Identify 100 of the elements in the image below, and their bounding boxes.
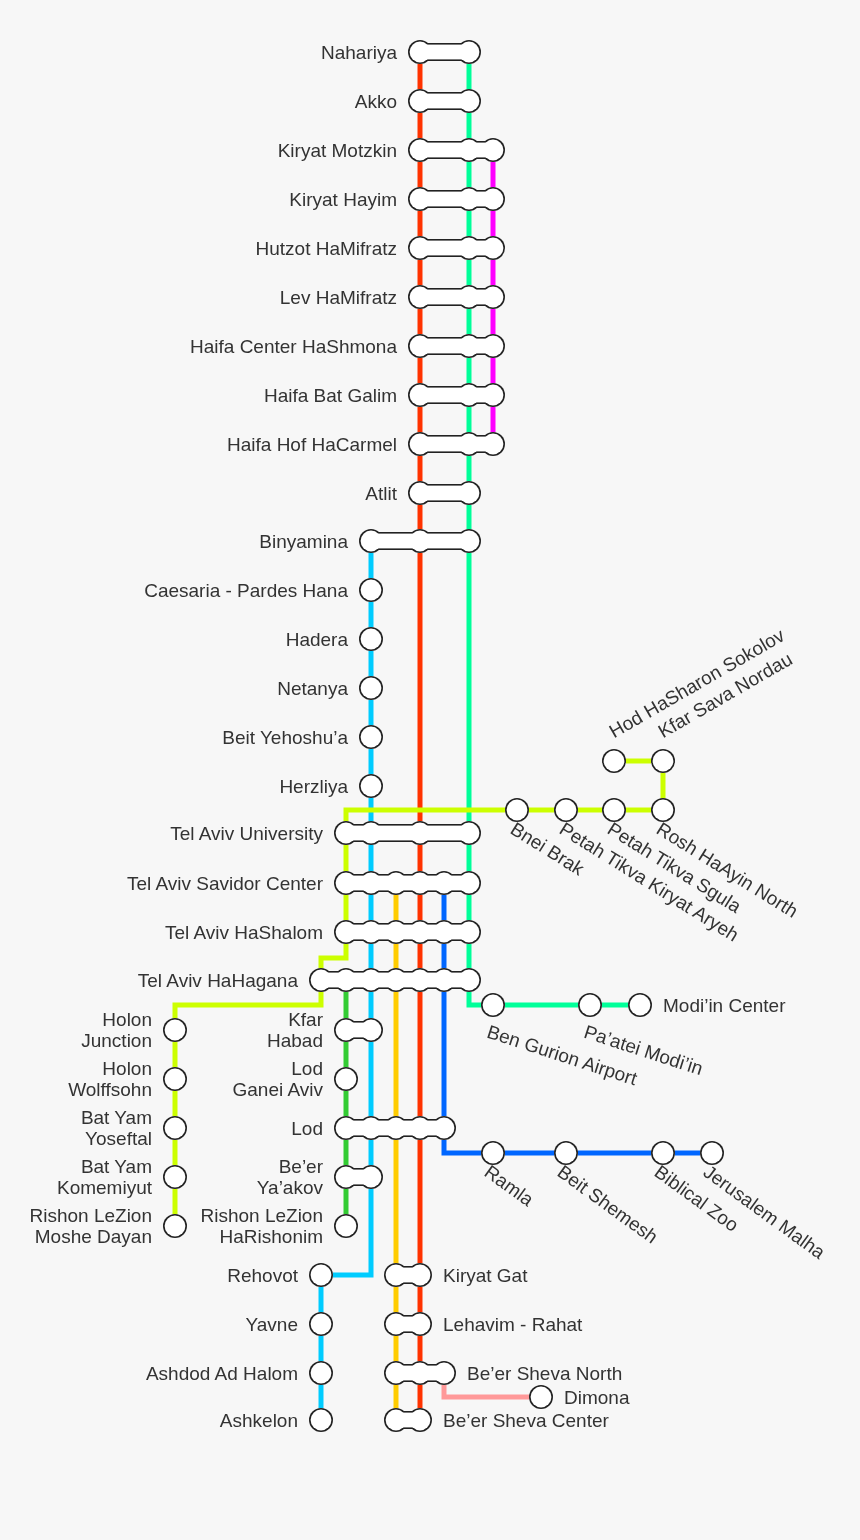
track-line	[466, 553, 472, 821]
track-line	[441, 895, 447, 920]
track-line	[393, 992, 399, 1116]
station-label: Dimona	[564, 1386, 630, 1408]
station-label: Modi’in Center	[663, 994, 786, 1016]
track-line	[626, 807, 651, 813]
station-label: Yavne	[245, 1313, 298, 1335]
track-line	[393, 1336, 399, 1361]
track-line	[343, 1091, 349, 1116]
station-label: Atlit	[365, 482, 397, 504]
track-line	[343, 1042, 349, 1067]
track-line	[441, 1385, 529, 1400]
station-label: Be’er Sheva Center	[443, 1409, 609, 1431]
track-line	[626, 758, 651, 764]
station-label: Haifa Center HaShmona	[190, 335, 397, 357]
track-line	[466, 211, 472, 236]
station-label: Rishon LeZion HaRishonim	[200, 1205, 323, 1247]
track-line	[466, 113, 472, 138]
station-label: Be’er Ya’akov	[256, 1156, 323, 1198]
track-line	[490, 211, 496, 236]
track-line	[343, 845, 349, 871]
track-line	[343, 1189, 349, 1214]
track-line	[417, 64, 423, 89]
station-label: Haifa Hof HaCarmel	[227, 433, 397, 455]
station-label: Kiryat Gat	[443, 1264, 528, 1286]
track-line	[417, 1336, 423, 1361]
track-line	[675, 1150, 700, 1156]
track-line	[602, 1002, 628, 1008]
track-line	[578, 1150, 651, 1156]
track-line	[172, 1189, 178, 1214]
track-line	[343, 1140, 349, 1165]
track-line	[333, 1189, 374, 1278]
track-line	[368, 749, 374, 774]
station-label: Lehavim - Rahat	[443, 1313, 583, 1335]
station-label: Rishon LeZion Moshe Dayan	[29, 1205, 152, 1247]
track-line	[417, 456, 423, 481]
track-line	[417, 505, 423, 529]
track-line	[318, 1385, 324, 1408]
track-line	[466, 260, 472, 285]
track-line	[172, 1042, 178, 1067]
track-line	[417, 845, 423, 871]
track-line	[466, 992, 481, 1008]
track-line	[417, 1140, 423, 1263]
station-label: Tel Aviv HaHagana	[137, 969, 298, 991]
track-line	[172, 1140, 178, 1165]
station-label: Ashkelon	[219, 1409, 298, 1431]
track-line	[466, 162, 472, 187]
track-line	[393, 895, 399, 920]
track-line	[318, 1336, 324, 1361]
track-line	[417, 309, 423, 334]
station-label: Be’er Sheva North	[467, 1362, 623, 1384]
track-line	[490, 358, 496, 383]
track-line	[417, 1287, 423, 1312]
track-line	[393, 1385, 399, 1408]
track-line	[417, 162, 423, 187]
track-line	[368, 1042, 374, 1116]
track-line	[417, 113, 423, 138]
station-label: Kiryat Hayim	[289, 188, 397, 210]
track-line	[343, 895, 349, 920]
track-line	[368, 602, 374, 627]
track-line	[417, 260, 423, 285]
track-line	[529, 807, 554, 813]
track-line	[318, 944, 349, 968]
station-label: Beit Yehoshu’a	[222, 726, 348, 748]
track-line	[466, 944, 472, 968]
station-label: Holon Junction	[81, 1009, 152, 1051]
station-label: Caesaria - Pardes Hana	[144, 579, 348, 601]
track-line	[578, 807, 602, 813]
track-line	[466, 505, 472, 529]
station-label: Herzliya	[279, 775, 348, 797]
track-line	[466, 309, 472, 334]
station-label: Akko	[354, 90, 397, 112]
track-line	[417, 895, 423, 920]
track-line	[466, 456, 472, 481]
track-line	[417, 407, 423, 432]
track-line	[318, 1287, 324, 1312]
station-label: Binyamina	[259, 530, 348, 552]
track-line	[417, 211, 423, 236]
track-line	[393, 944, 399, 968]
track-line	[368, 992, 374, 1018]
track-line	[368, 553, 374, 578]
track-line	[441, 944, 447, 968]
track-line	[368, 895, 374, 920]
track-line	[490, 407, 496, 432]
station-label: Haifa Bat Galim	[263, 384, 397, 406]
track-line	[172, 1091, 178, 1116]
station-label: Tel Aviv University	[170, 822, 323, 844]
track-line	[466, 358, 472, 383]
station-label: Ashdod Ad Halom	[145, 1362, 298, 1384]
track-line	[490, 260, 496, 285]
station-label: Lod Ganei Aviv	[232, 1058, 323, 1100]
track-line	[343, 807, 505, 821]
track-line	[441, 1140, 481, 1156]
track-line	[368, 651, 374, 676]
track-line	[393, 1287, 399, 1312]
track-line	[393, 1140, 399, 1263]
station-label: Netanya	[277, 677, 348, 699]
track-line	[417, 1385, 423, 1408]
station-label: Rehovot	[227, 1264, 298, 1286]
station-label: Lev HaMifratz	[279, 286, 397, 308]
